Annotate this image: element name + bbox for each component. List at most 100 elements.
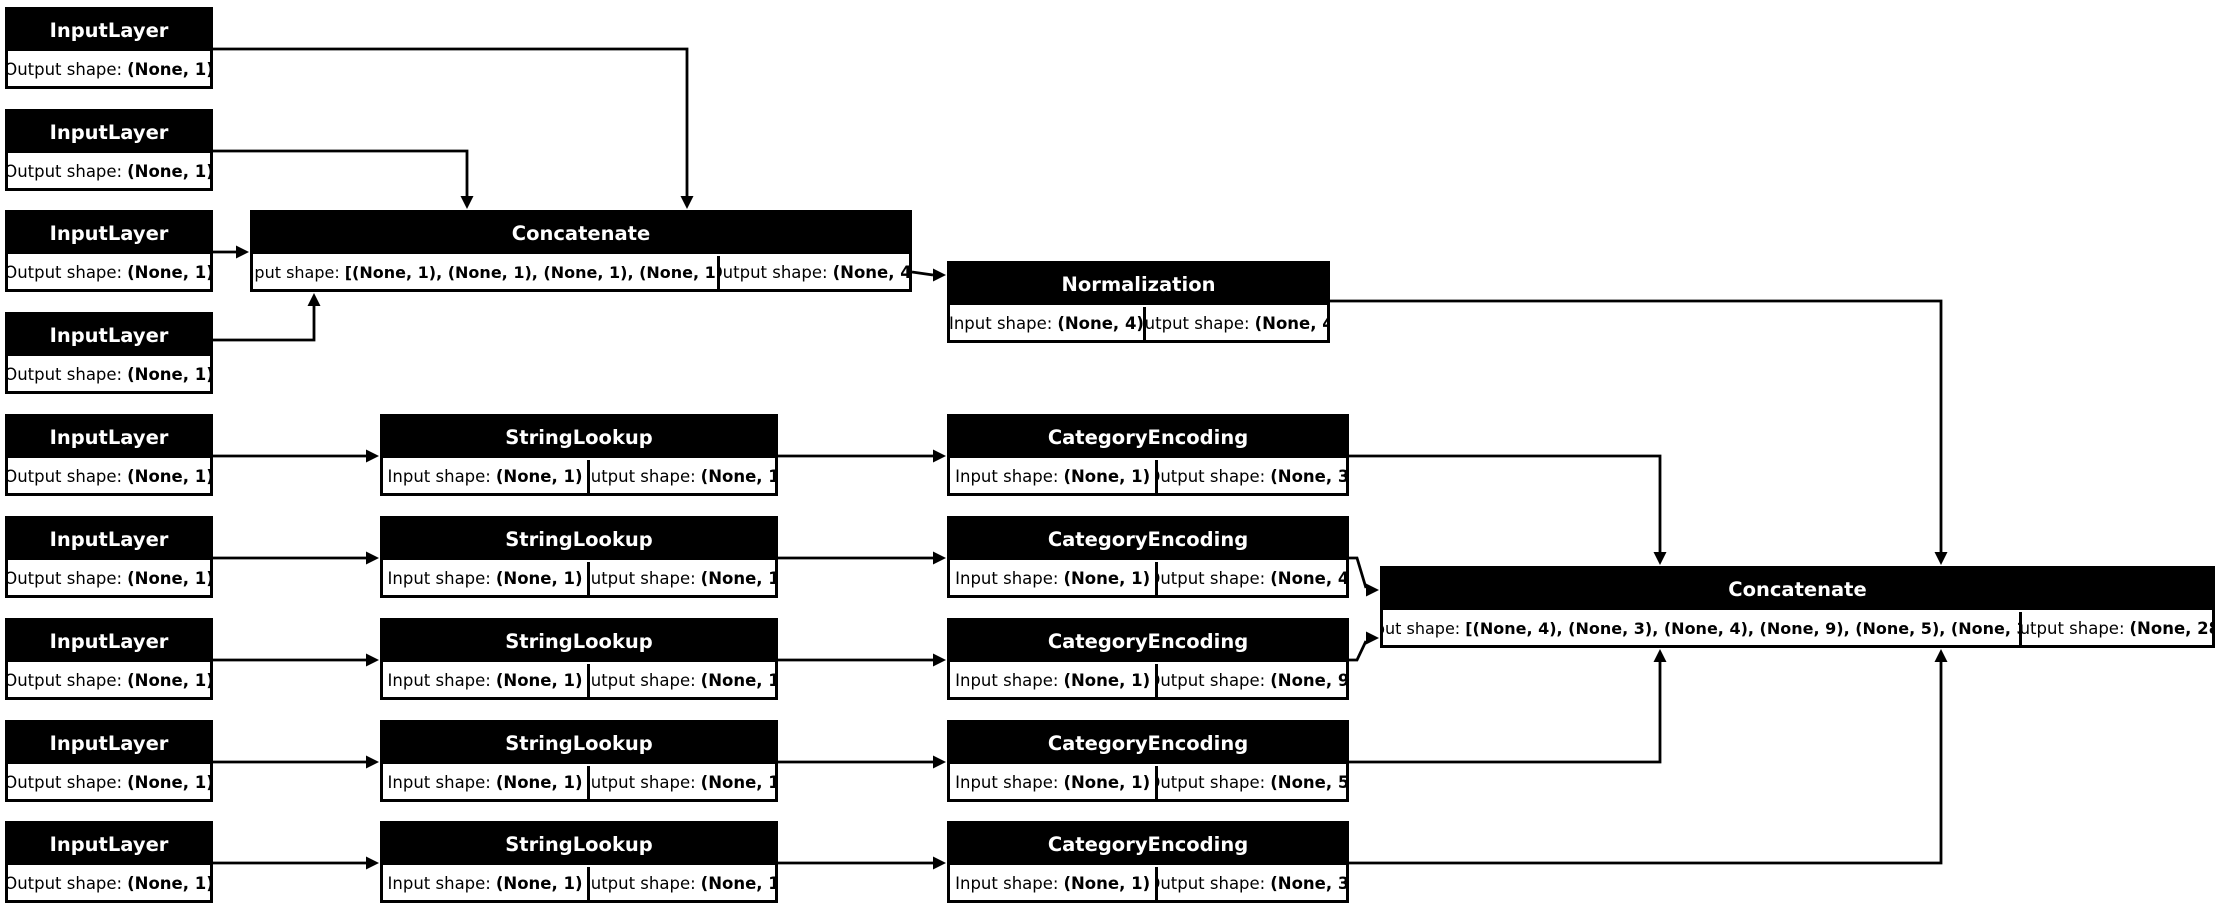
output-shape-cell: Output shape:(None, 9) — [1155, 664, 1346, 697]
node-concatenate-1: Concatenate Input shape:[(None, 1), (Non… — [250, 210, 912, 292]
layer-type-label: StringLookup — [383, 519, 775, 560]
input-shape-cell: Input shape:(None, 1) — [387, 569, 583, 588]
output-shape-cell: Output shape:(None, 1) — [587, 562, 775, 595]
input-shape-cell: Input shape:(None, 1) — [387, 671, 583, 690]
edge-lookup7-to-encode7 — [778, 653, 946, 667]
layer-type-label: InputLayer — [8, 10, 210, 51]
edge-input9-to-lookup9 — [213, 856, 379, 870]
edge-encode6-to-concat2 — [1349, 556, 1379, 597]
output-shape-cell: Output shape:(None, 1) — [8, 874, 210, 893]
node-input-layer-4: InputLayer Output shape:(None, 1) — [5, 312, 213, 394]
output-shape-cell: Output shape:(None, 3) — [1155, 867, 1346, 900]
input-shape-cell: Input shape:(None, 1) — [955, 671, 1151, 690]
layer-type-label: InputLayer — [8, 519, 210, 560]
node-category-encoding-7: CategoryEncoding Input shape:(None, 1) O… — [947, 618, 1349, 700]
edge-encode8-to-concat2 — [1349, 649, 1667, 764]
node-normalization: Normalization Input shape:(None, 4) Outp… — [947, 261, 1330, 343]
layer-type-label: InputLayer — [8, 112, 210, 153]
edge-encode5-to-concat2 — [1349, 454, 1667, 565]
node-category-encoding-5: CategoryEncoding Input shape:(None, 1) O… — [947, 414, 1349, 496]
layer-type-label: CategoryEncoding — [950, 417, 1346, 458]
output-shape-cell: Output shape:(None, 3) — [1155, 460, 1346, 493]
node-string-lookup-9: StringLookup Input shape:(None, 1) Outpu… — [380, 821, 778, 903]
layer-type-label: Concatenate — [253, 213, 909, 254]
edge-normalization-to-concat2 — [1330, 299, 1948, 565]
output-shape-cell: Output shape:(None, 1) — [8, 60, 210, 79]
input-shape-cell: Input shape:(None, 1) — [387, 874, 583, 893]
node-input-layer-3: InputLayer Output shape:(None, 1) — [5, 210, 213, 292]
layer-type-label: CategoryEncoding — [950, 723, 1346, 764]
output-shape-cell: Output shape:(None, 1) — [8, 365, 210, 384]
layer-type-label: StringLookup — [383, 621, 775, 662]
edge-lookup8-to-encode8 — [778, 755, 946, 769]
input-shape-cell: Input shape:(None, 4) — [950, 314, 1143, 333]
layer-type-label: InputLayer — [8, 824, 210, 865]
output-shape-cell: Output shape:(None, 5) — [1155, 766, 1346, 799]
edge-lookup9-to-encode9 — [778, 856, 946, 870]
output-shape-cell: Output shape:(None, 1) — [587, 460, 775, 493]
edge-input2-to-concat1 — [213, 149, 474, 209]
layer-type-label: StringLookup — [383, 723, 775, 764]
input-shape-cell: Input shape:[(None, 1), (None, 1), (None… — [253, 263, 717, 282]
edge-concat1-to-normalization — [911, 268, 946, 282]
layer-type-label: InputLayer — [8, 315, 210, 356]
input-shape-cell: Input shape:(None, 1) — [955, 874, 1151, 893]
node-input-layer-9: InputLayer Output shape:(None, 1) — [5, 821, 213, 903]
node-string-lookup-6: StringLookup Input shape:(None, 1) Outpu… — [380, 516, 778, 598]
input-shape-cell: Input shape:(None, 1) — [955, 569, 1151, 588]
node-category-encoding-6: CategoryEncoding Input shape:(None, 1) O… — [947, 516, 1349, 598]
node-input-layer-8: InputLayer Output shape:(None, 1) — [5, 720, 213, 802]
output-shape-cell: Output shape:(None, 4) — [1155, 562, 1346, 595]
node-input-layer-6: InputLayer Output shape:(None, 1) — [5, 516, 213, 598]
layer-type-label: Concatenate — [1383, 569, 2212, 610]
output-shape-cell: Output shape:(None, 28) — [2019, 612, 2212, 645]
edge-lookup5-to-encode5 — [778, 449, 946, 463]
output-shape-cell: Output shape:(None, 1) — [8, 162, 210, 181]
node-input-layer-1: InputLayer Output shape:(None, 1) — [5, 7, 213, 89]
node-string-lookup-5: StringLookup Input shape:(None, 1) Outpu… — [380, 414, 778, 496]
node-string-lookup-7: StringLookup Input shape:(None, 1) Outpu… — [380, 618, 778, 700]
layer-type-label: Normalization — [950, 264, 1327, 305]
edge-input4-to-concat1 — [213, 293, 321, 342]
node-input-layer-2: InputLayer Output shape:(None, 1) — [5, 109, 213, 191]
layer-type-label: StringLookup — [383, 417, 775, 458]
layer-type-label: CategoryEncoding — [950, 519, 1346, 560]
input-shape-cell: Input shape:(None, 1) — [955, 773, 1151, 792]
output-shape-cell: Output shape:(None, 4) — [716, 256, 909, 289]
node-category-encoding-9: CategoryEncoding Input shape:(None, 1) O… — [947, 821, 1349, 903]
layer-type-label: InputLayer — [8, 723, 210, 764]
output-shape-cell: Output shape:(None, 1) — [8, 569, 210, 588]
edge-encode9-to-concat2 — [1349, 649, 1948, 865]
output-shape-cell: Output shape:(None, 1) — [587, 766, 775, 799]
input-shape-cell: Input shape:[(None, 4), (None, 3), (None… — [1383, 619, 2020, 638]
layer-type-label: CategoryEncoding — [950, 621, 1346, 662]
layer-type-label: InputLayer — [8, 621, 210, 662]
layer-type-label: InputLayer — [8, 417, 210, 458]
edge-input1-to-concat1 — [213, 47, 694, 209]
layer-type-label: StringLookup — [383, 824, 775, 865]
output-shape-cell: Output shape:(None, 1) — [8, 671, 210, 690]
edge-input3-to-concat1 — [213, 245, 249, 259]
output-shape-cell: Output shape:(None, 1) — [8, 263, 210, 282]
edge-input5-to-lookup5 — [213, 449, 379, 463]
edge-input7-to-lookup7 — [213, 653, 379, 667]
node-input-layer-5: InputLayer Output shape:(None, 1) — [5, 414, 213, 496]
node-concatenate-2: Concatenate Input shape:[(None, 4), (Non… — [1380, 566, 2215, 648]
edge-lookup6-to-encode6 — [778, 551, 946, 565]
layer-type-label: CategoryEncoding — [950, 824, 1346, 865]
node-string-lookup-8: StringLookup Input shape:(None, 1) Outpu… — [380, 720, 778, 802]
edge-input8-to-lookup8 — [213, 755, 379, 769]
output-shape-cell: Output shape:(None, 1) — [8, 773, 210, 792]
output-shape-cell: Output shape:(None, 1) — [8, 467, 210, 486]
input-shape-cell: Input shape:(None, 1) — [955, 467, 1151, 486]
output-shape-cell: Output shape:(None, 4) — [1142, 307, 1327, 340]
output-shape-cell: Output shape:(None, 1) — [587, 867, 775, 900]
node-input-layer-7: InputLayer Output shape:(None, 1) — [5, 618, 213, 700]
edge-input6-to-lookup6 — [213, 551, 379, 565]
node-category-encoding-8: CategoryEncoding Input shape:(None, 1) O… — [947, 720, 1349, 802]
layer-type-label: InputLayer — [8, 213, 210, 254]
output-shape-cell: Output shape:(None, 1) — [587, 664, 775, 697]
edge-encode7-to-concat2 — [1349, 631, 1379, 662]
